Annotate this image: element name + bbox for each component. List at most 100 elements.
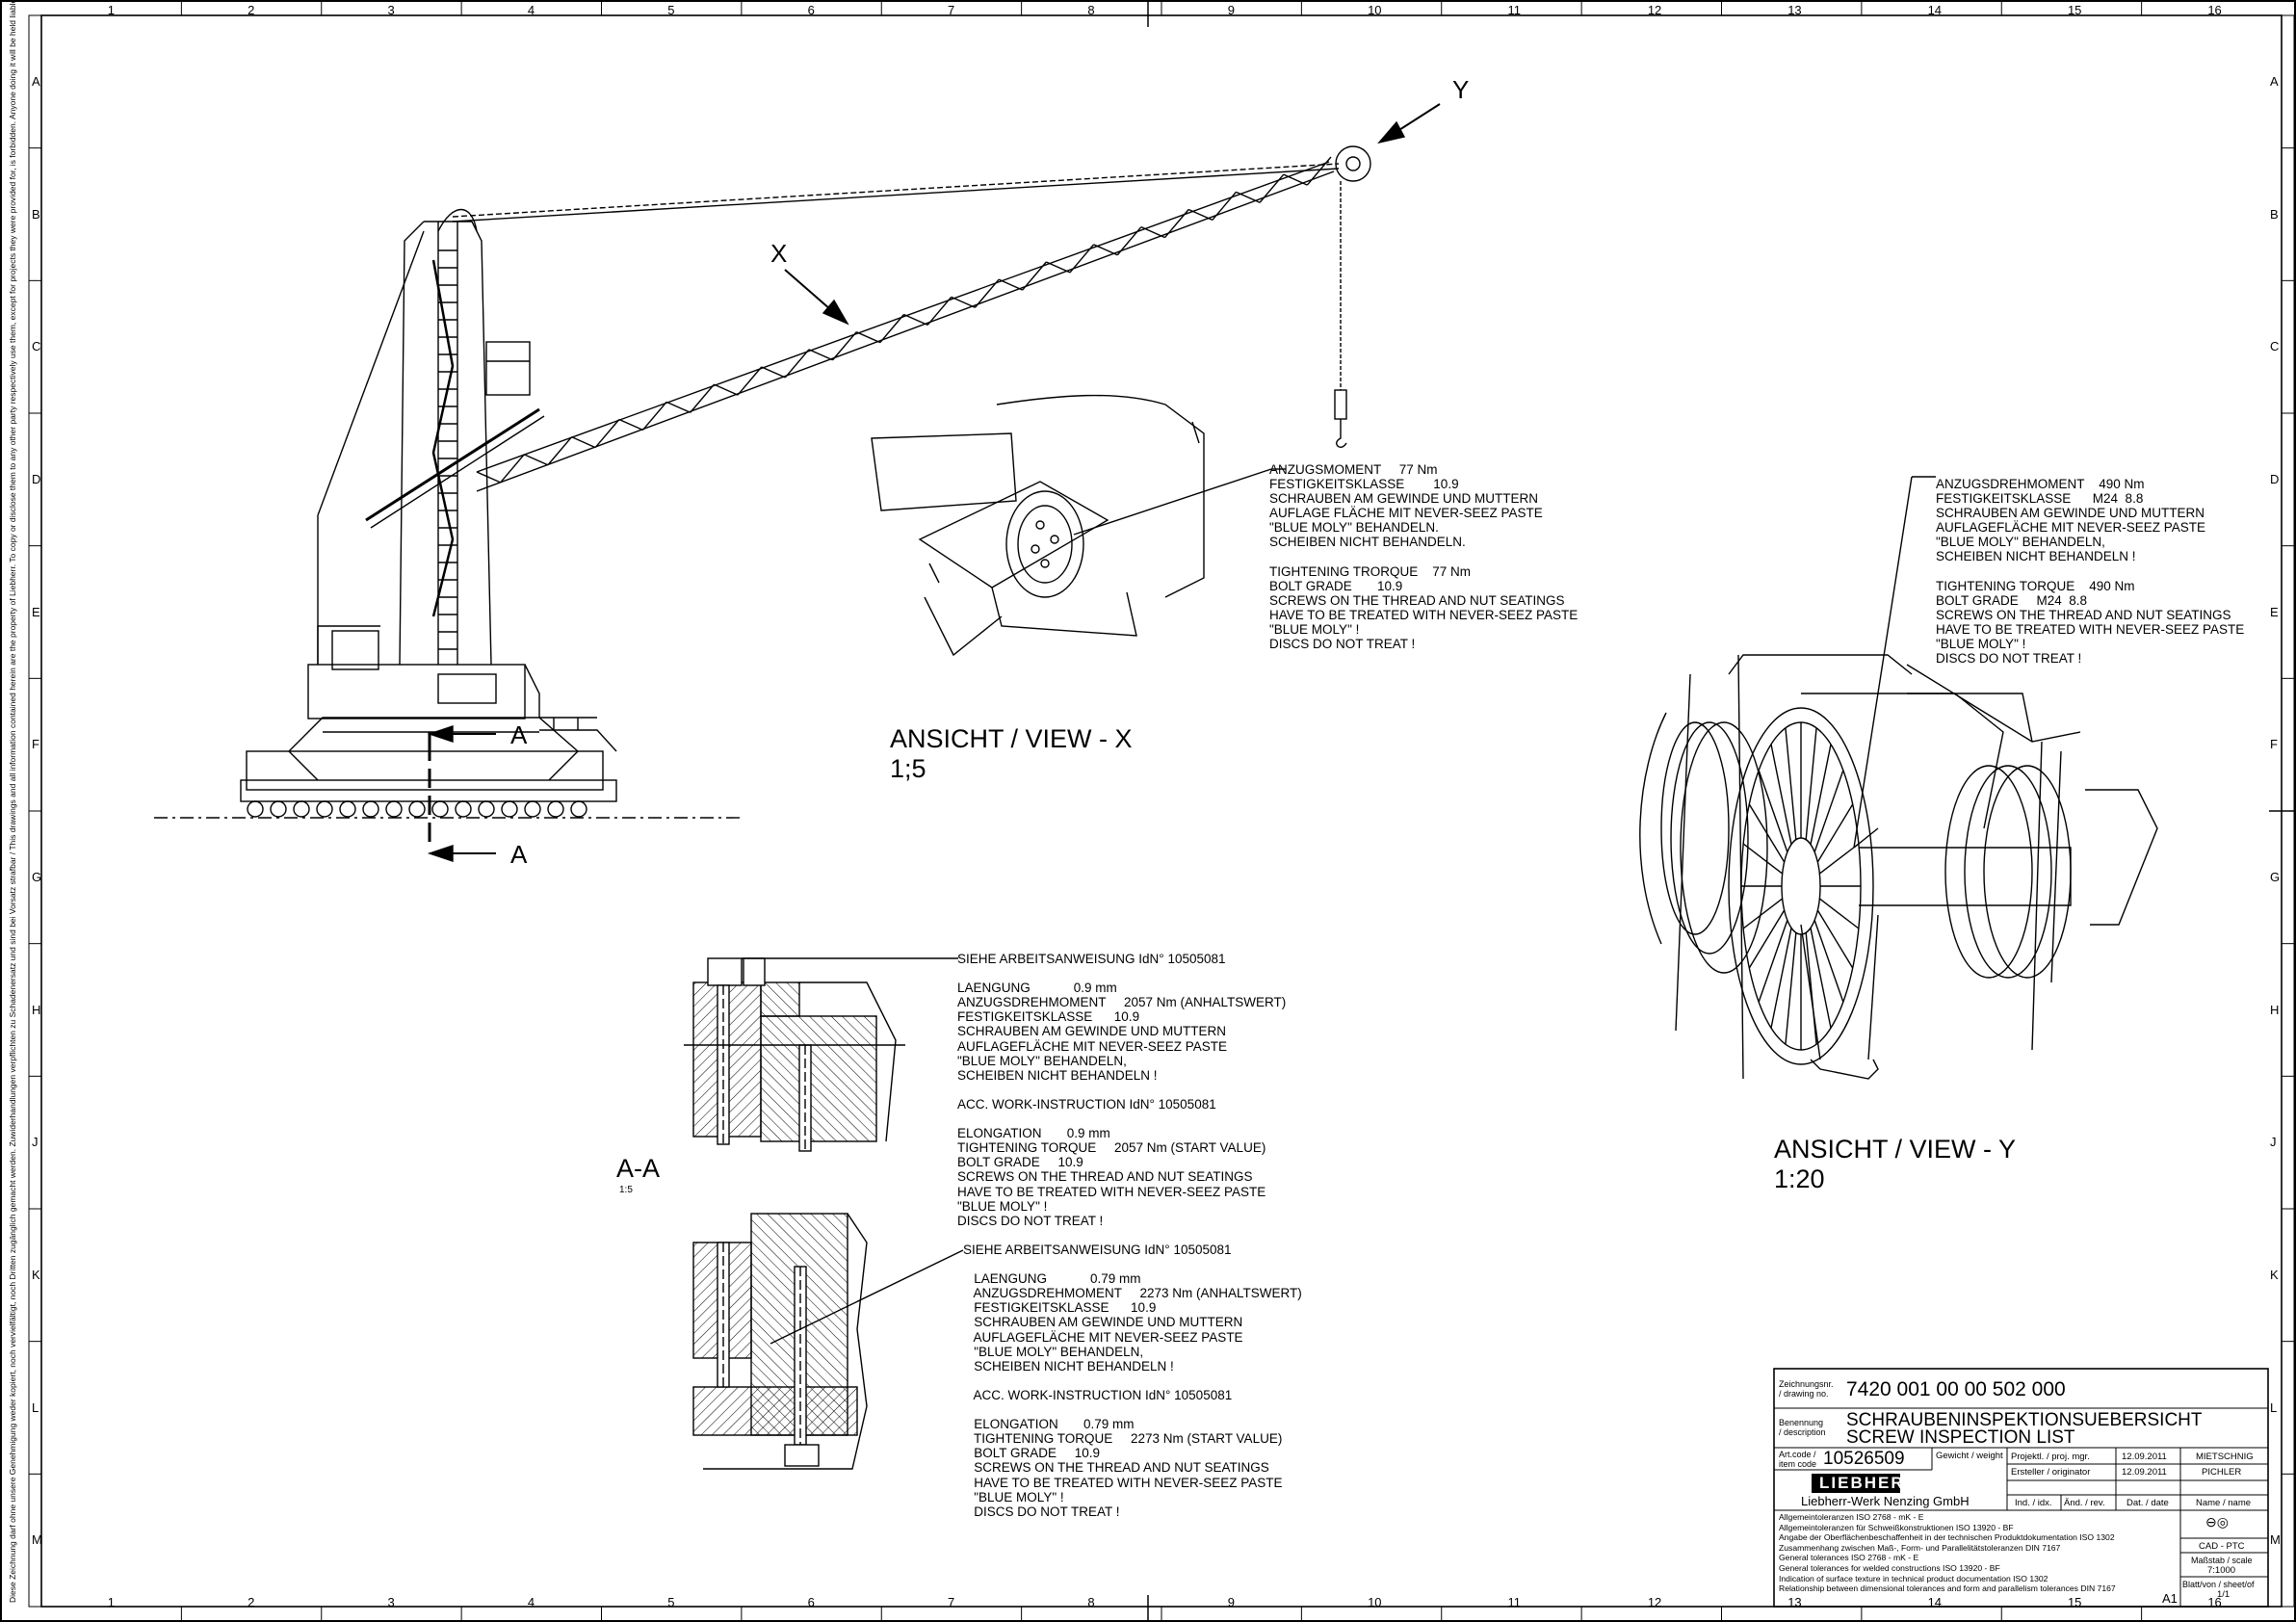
view-x-note: ANZUGSMOMENT 77 Nm FESTIGKEITSKLASSE 10.… — [1269, 462, 1578, 652]
title-block-lines — [1773, 1368, 2269, 1608]
grid-row-label: B — [32, 206, 40, 222]
view-y-title: ANSICHT / VIEW - Y 1:20 — [1774, 1135, 2017, 1193]
section-aa-lower — [692, 1213, 964, 1470]
grid-column-label: 15 — [2067, 1595, 2082, 1609]
sheet-value: 1/1 — [2217, 1589, 2231, 1600]
rev-name-label: Name / name — [2196, 1498, 2252, 1508]
grid-column-label: 9 — [1227, 1595, 1235, 1609]
section-aa-scale: 1:5 — [619, 1185, 633, 1195]
grid-column-label: 3 — [387, 3, 395, 17]
drawing-number: 7420 001 00 00 502 000 — [1846, 1378, 2066, 1400]
grid-column-label: 10 — [1368, 1595, 1382, 1609]
rev-change-label: Änd. / rev. — [2064, 1498, 2105, 1508]
view-y-detail — [1639, 476, 2158, 1080]
grid-column-label: 1 — [107, 3, 115, 17]
grid-column-label: 4 — [527, 1595, 535, 1609]
grid-column-label: 10 — [1368, 3, 1382, 17]
margin-notice: Diese Zeichnung darf ohne unsere Genehmi… — [8, 0, 17, 1603]
callout-y: Y — [1452, 75, 1470, 104]
grid-column-label: 15 — [2067, 3, 2082, 17]
item-code: 10526509 — [1823, 1449, 1905, 1469]
grid-row-label: C — [2270, 339, 2280, 354]
grid-row-label: A — [2270, 73, 2279, 89]
callout-x: X — [770, 239, 788, 268]
grid-row-label: A — [32, 73, 40, 89]
sheet-label: Blatt/von / sheet/of — [2182, 1580, 2255, 1589]
grid-column-label: 11 — [1507, 1595, 1521, 1609]
grid-row-label: K — [2270, 1267, 2279, 1282]
view-y-note: ANZUGSDREHMOMENT 490 Nm FESTIGKEITSKLASS… — [1936, 477, 2245, 667]
weight-label: Gewicht / weight — [1936, 1451, 2003, 1461]
grid-column-label: 12 — [1647, 3, 1662, 17]
grid-row-label: F — [32, 737, 39, 752]
general-tolerances: Allgemeintoleranzen ISO 2768 - mK - E Al… — [1779, 1512, 2116, 1594]
grid-row-label: M — [2270, 1532, 2281, 1548]
grid-column-label: 2 — [248, 1595, 255, 1609]
grid-row-label: L — [32, 1400, 39, 1415]
grid-row-label: G — [2270, 869, 2281, 884]
project-manager-date: 12.09.2011 — [2122, 1452, 2167, 1462]
section-aa-title: A-A — [616, 1154, 661, 1183]
grid-column-label: 6 — [807, 1595, 815, 1609]
grid-column-label: 7 — [947, 1595, 955, 1609]
view-x-title: ANSICHT / VIEW - X 1;5 — [890, 724, 1133, 783]
grid-column-label: 5 — [667, 1595, 675, 1609]
drawing-no-label: Zeichnungsnr. / drawing no. — [1779, 1379, 1834, 1399]
sheet-format: A1 — [2162, 1591, 2178, 1606]
grid-column-label: 14 — [1927, 3, 1943, 17]
grid-row-label: H — [2270, 1002, 2280, 1017]
grid-column-label: 5 — [667, 3, 675, 17]
grid-row-label: E — [2270, 604, 2279, 619]
description-de: SCHRAUBENINSPEKTIONSUEBERSICHT — [1846, 1410, 2203, 1430]
callout-section-a-top: A — [510, 720, 528, 749]
originator-name: PICHLER — [2202, 1467, 2242, 1478]
grid-row-label: J — [32, 1135, 39, 1150]
grid-column-label: 1 — [107, 1595, 115, 1609]
grid-row-label: H — [32, 1002, 41, 1017]
liebherr-logo-bar — [1812, 1474, 1900, 1493]
scale-label: Maßstab / scale — [2191, 1556, 2253, 1565]
grid-column-label: 3 — [387, 1595, 395, 1609]
grid-row-label: K — [32, 1267, 40, 1282]
grid-column-label: 13 — [1787, 3, 1802, 17]
rev-index-label: Ind. / idx. — [2015, 1498, 2052, 1508]
grid-column-label: 13 — [1787, 1595, 1802, 1609]
project-manager-label: Projektl. / proj. mgr. — [2011, 1452, 2090, 1462]
grid-column-label: 6 — [807, 3, 815, 17]
description-en: SCREW INSPECTION LIST — [1846, 1427, 2075, 1448]
grid-row-label: D — [32, 471, 41, 486]
scale-value: 7:1000 — [2207, 1565, 2236, 1576]
grid-column-label: 8 — [1087, 3, 1095, 17]
grid-row-label: C — [32, 339, 41, 354]
grid-column-label: 7 — [947, 3, 955, 17]
grid-column-label: 14 — [1927, 1595, 1943, 1609]
grid-column-label: 16 — [2207, 3, 2222, 17]
projection-symbol-icon: ⊖◎ — [2205, 1514, 2229, 1530]
grid-row-label: F — [2270, 737, 2278, 752]
grid-column-label: 8 — [1087, 1595, 1095, 1609]
callout-section-a-bottom: A — [510, 840, 528, 869]
grid-column-label: 4 — [527, 3, 535, 17]
rev-date-label: Dat. / date — [2126, 1498, 2169, 1508]
originator-date: 12.09.2011 — [2122, 1467, 2167, 1478]
section-aa-note-upper: SIEHE ARBEITSANWEISUNG IdN° 10505081 LAE… — [957, 952, 1287, 1228]
originator-label: Ersteller / originator — [2011, 1467, 2091, 1478]
grid-row-label: D — [2270, 471, 2280, 486]
description-label: Benennung / description — [1779, 1418, 1826, 1437]
section-aa-upper — [684, 957, 958, 1152]
cad-system: CAD - PTC — [2199, 1541, 2245, 1552]
company-logo: LIEBHERR — [1819, 1474, 1918, 1492]
grid-row-label: J — [2270, 1135, 2277, 1150]
company-name: Liebherr-Werk Nenzing GmbH — [1801, 1494, 1970, 1508]
grid-row-label: B — [2270, 206, 2279, 222]
view-x-detail — [871, 394, 1286, 657]
crane-drawing — [154, 103, 1441, 862]
grid-row-label: L — [2270, 1400, 2278, 1415]
section-aa-note-lower: SIEHE ARBEITSANWEISUNG IdN° 10505081 LAE… — [963, 1243, 1302, 1519]
grid-row-label: G — [32, 869, 42, 884]
grid-column-label: 11 — [1507, 3, 1521, 17]
grid-row-label: E — [32, 604, 40, 619]
grid-row-label: M — [32, 1532, 42, 1548]
grid-column-label: 12 — [1647, 1595, 1662, 1609]
